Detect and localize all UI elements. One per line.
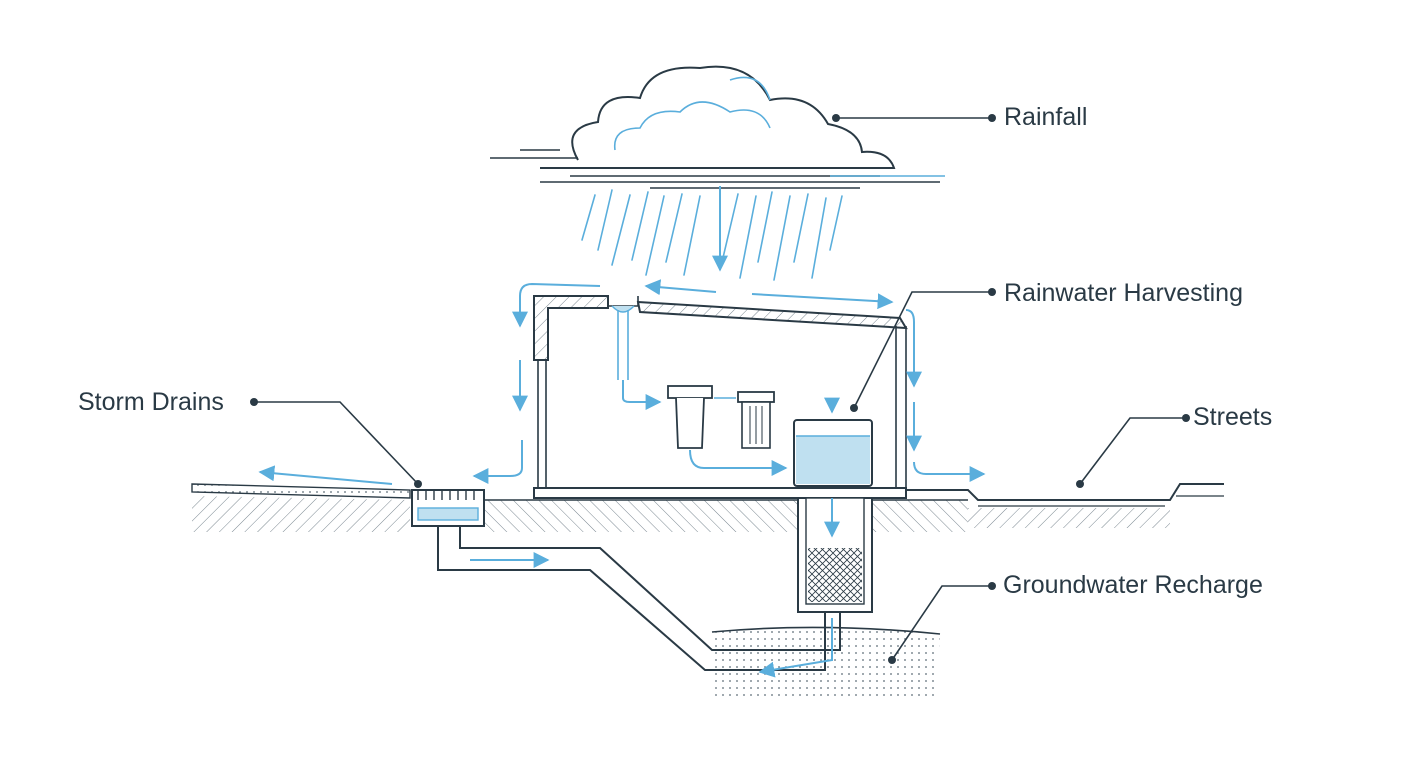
flow-arrows <box>258 279 986 538</box>
storage-tank <box>793 419 873 487</box>
label-storm-drains: Storm Drains <box>78 388 224 416</box>
rain-drops <box>581 189 843 281</box>
house <box>533 295 908 613</box>
label-streets: Streets <box>1193 403 1273 431</box>
label-groundwater-recharge: Groundwater Recharge <box>1003 571 1263 599</box>
label-rainwater-harvesting: Rainwater Harvesting <box>1004 279 1243 307</box>
storm-drain <box>411 489 841 678</box>
recharge-pit <box>797 497 873 613</box>
filter-icon <box>667 385 775 449</box>
cloud-icon <box>490 65 945 189</box>
label-rainfall: Rainfall <box>1004 103 1088 131</box>
leader-dots <box>250 114 1190 664</box>
leader-lines <box>254 117 1186 661</box>
